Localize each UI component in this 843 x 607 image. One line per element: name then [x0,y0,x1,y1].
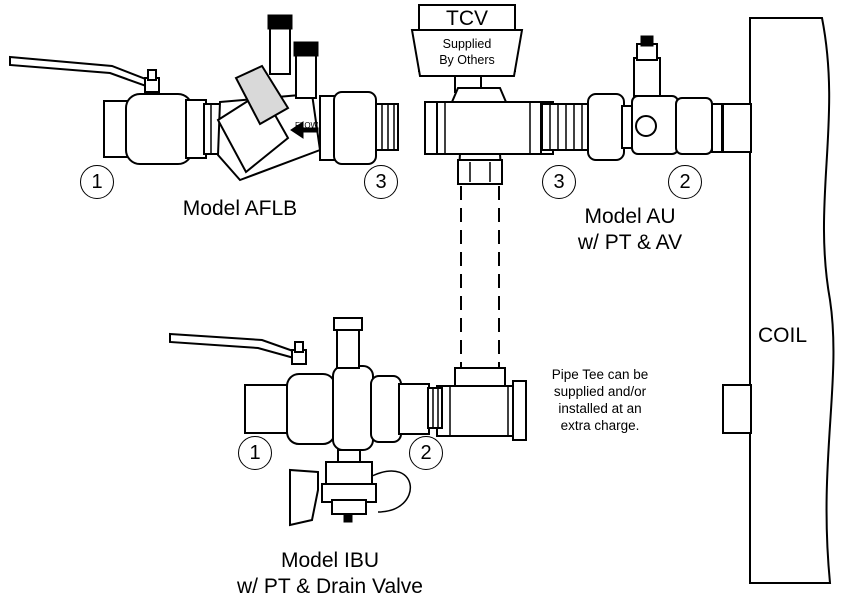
callout-au-left: 3 [542,165,576,199]
dashed-pipe [460,186,500,372]
tcv-supplied-text: Supplied [442,37,492,51]
model-au-label: Model AU [584,205,676,228]
tcv-title: TCV [446,7,488,30]
model-ibu-label: Model IBU [280,549,380,572]
pipe-tee-note-line: extra charge. [560,418,640,433]
aflb-assembly [9,14,399,182]
tcv-by-others-text: By Others [439,53,495,67]
coil-body [722,17,835,584]
callout-ibu-right: 2 [409,436,443,470]
ibu-assembly [169,317,443,527]
pipe-tee-note: Pipe Tee can be supplied and/or installe… [530,366,670,434]
tcv-valve [410,4,554,185]
pipe-tee-note-line: installed at an [558,401,642,416]
au-assembly [541,35,723,161]
callout-aflb-right: 3 [364,165,398,199]
flow-label: FLOW [295,121,319,130]
callout-ibu-left: 1 [238,436,272,470]
pipe-tee [436,367,527,441]
pipe-tee-note-line: supplied and/or [553,384,647,399]
callout-aflb-left: 1 [80,165,114,199]
model-ibu-sublabel: w/ PT & Drain Valve [237,575,423,598]
model-aflb-label: Model AFLB [182,197,298,220]
pipe-tee-note-line: Pipe Tee can be [551,367,649,382]
callout-au-right: 2 [668,165,702,199]
model-au-sublabel: w/ PT & AV [577,231,683,254]
coil-label: COIL [758,324,808,347]
